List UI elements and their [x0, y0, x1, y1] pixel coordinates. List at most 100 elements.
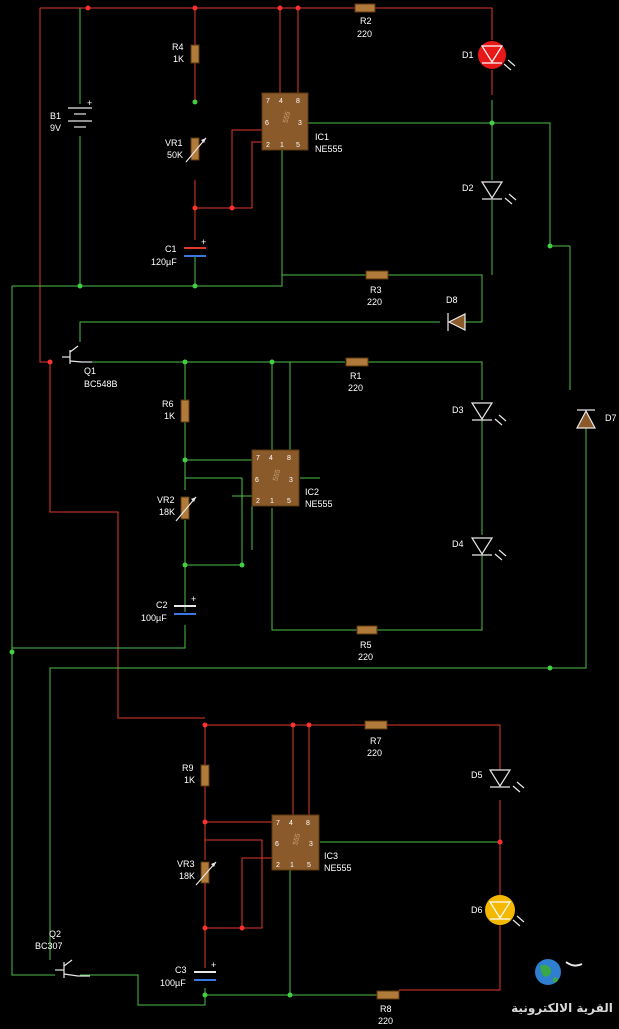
r2-value: 220	[357, 29, 372, 39]
site-logo: القرية الالكترونية	[511, 959, 613, 1016]
ic2-value: NE555	[305, 499, 333, 509]
r7-ref: R7	[370, 736, 382, 746]
led-d2[interactable]: D2	[462, 181, 517, 205]
r9-ref: R9	[182, 763, 194, 773]
svg-text:1: 1	[270, 498, 274, 505]
diode-d7[interactable]: D7	[576, 409, 617, 429]
resistor-r8[interactable]: R8 220	[376, 990, 400, 1026]
r1-ref: R1	[350, 371, 362, 381]
resistor-r3[interactable]: R3 220	[365, 270, 389, 307]
vr3-value: 18K	[179, 871, 195, 881]
c3-ref: C3	[175, 965, 187, 975]
vr2-ref: VR2	[157, 495, 175, 505]
svg-text:6: 6	[255, 477, 259, 484]
r4-value: 1K	[173, 54, 184, 64]
svg-text:1: 1	[280, 142, 284, 149]
d4-ref: D4	[452, 539, 464, 549]
svg-text:2: 2	[266, 142, 270, 149]
resistor-r7[interactable]: R7 220	[364, 720, 388, 758]
r8-ref: R8	[380, 1004, 392, 1014]
c2-value: 100µF	[141, 613, 167, 623]
capacitor-c1[interactable]: + C1 120µF	[151, 237, 206, 267]
d1-ref: D1	[462, 50, 474, 60]
svg-text:7: 7	[256, 455, 260, 462]
ic-ic3[interactable]: 7 4 8 6 3 2 1 5 555 IC3 NE555	[271, 814, 352, 873]
svg-text:4: 4	[279, 98, 283, 105]
led-d5[interactable]: D5	[471, 769, 525, 793]
r1-value: 220	[348, 383, 363, 393]
d5-ref: D5	[471, 770, 483, 780]
led-d4[interactable]: D4	[452, 537, 507, 561]
svg-text:5: 5	[307, 862, 311, 869]
ic2-logo: 555	[272, 469, 282, 482]
r3-value: 220	[367, 297, 382, 307]
svg-text:3: 3	[309, 841, 313, 848]
battery-plus-sign: +	[87, 98, 92, 108]
transistor-q1[interactable]: Q1 BC548B	[62, 345, 118, 389]
vr1-ref: VR1	[165, 138, 183, 148]
svg-text:8: 8	[296, 98, 300, 105]
svg-text:5: 5	[296, 142, 300, 149]
c1-plus-sign: +	[201, 237, 206, 247]
transistor-q2[interactable]: Q2 BC307	[35, 929, 90, 978]
r5-ref: R5	[360, 640, 372, 650]
q2-ref: Q2	[49, 929, 61, 939]
r8-value: 220	[378, 1016, 393, 1026]
ic3-ref: IC3	[324, 851, 338, 861]
junction-dots	[9, 5, 553, 998]
svg-text:3: 3	[289, 477, 293, 484]
d7-ref: D7	[605, 413, 617, 423]
d2-ref: D2	[462, 183, 474, 193]
r2-ref: R2	[360, 16, 372, 26]
svg-text:4: 4	[269, 455, 273, 462]
ic2-ref: IC2	[305, 487, 319, 497]
svg-text:6: 6	[265, 120, 269, 127]
battery-value: 9V	[50, 123, 61, 133]
led-d1[interactable]: D1	[462, 41, 516, 71]
svg-text:2: 2	[276, 862, 280, 869]
resistor-r9[interactable]: R9 1K	[182, 763, 210, 787]
ground-wires	[11, 8, 587, 1006]
watermark-text: القرية الالكترونية	[511, 1001, 613, 1016]
ic1-ref: IC1	[315, 132, 329, 142]
r4-ref: R4	[172, 42, 184, 52]
c3-plus-sign: +	[211, 960, 216, 970]
resistor-r1[interactable]: R1 220	[345, 357, 369, 393]
c1-ref: C1	[165, 244, 177, 254]
r5-value: 220	[358, 652, 373, 662]
led-d3[interactable]: D3	[452, 402, 507, 426]
svg-text:6: 6	[275, 841, 279, 848]
capacitor-c3[interactable]: + C3 100µF	[160, 960, 216, 988]
resistor-r6[interactable]: R6 1K	[162, 399, 190, 423]
c2-ref: C2	[156, 600, 168, 610]
r6-ref: R6	[162, 399, 174, 409]
r3-ref: R3	[370, 285, 382, 295]
potentiometer-vr1[interactable]: VR1 50K	[165, 137, 207, 163]
c2-plus-sign: +	[191, 594, 196, 604]
svg-text:7: 7	[266, 98, 270, 105]
q2-value: BC307	[35, 941, 63, 951]
potentiometer-vr3[interactable]: VR3 18K	[177, 859, 217, 886]
svg-text:8: 8	[287, 455, 291, 462]
resistor-r2[interactable]: R2 220	[354, 3, 376, 39]
ic-ic2[interactable]: 7 4 8 6 3 2 1 5 555 IC2 NE555	[251, 449, 333, 509]
svg-text:1: 1	[290, 862, 294, 869]
c3-value: 100µF	[160, 978, 186, 988]
svg-text:3: 3	[298, 120, 302, 127]
svg-text:4: 4	[289, 820, 293, 827]
ic1-value: NE555	[315, 144, 343, 154]
potentiometer-vr2[interactable]: VR2 18K	[157, 495, 197, 522]
battery-b1[interactable]: + B1 9V	[50, 98, 92, 133]
svg-text:7: 7	[276, 820, 280, 827]
diode-d8[interactable]: D8	[446, 295, 466, 331]
q1-ref: Q1	[84, 366, 96, 376]
capacitor-c2[interactable]: + C2 100µF	[141, 594, 196, 623]
ic-ic1[interactable]: 7 4 8 6 3 2 1 5 555 IC1 NE555	[261, 92, 343, 154]
resistor-r5[interactable]: R5 220	[356, 625, 378, 662]
r6-value: 1K	[164, 411, 175, 421]
led-d6[interactable]: D6	[471, 895, 525, 927]
resistor-r4[interactable]: R4 1K	[172, 42, 200, 64]
vr3-ref: VR3	[177, 859, 195, 869]
d6-ref: D6	[471, 905, 483, 915]
